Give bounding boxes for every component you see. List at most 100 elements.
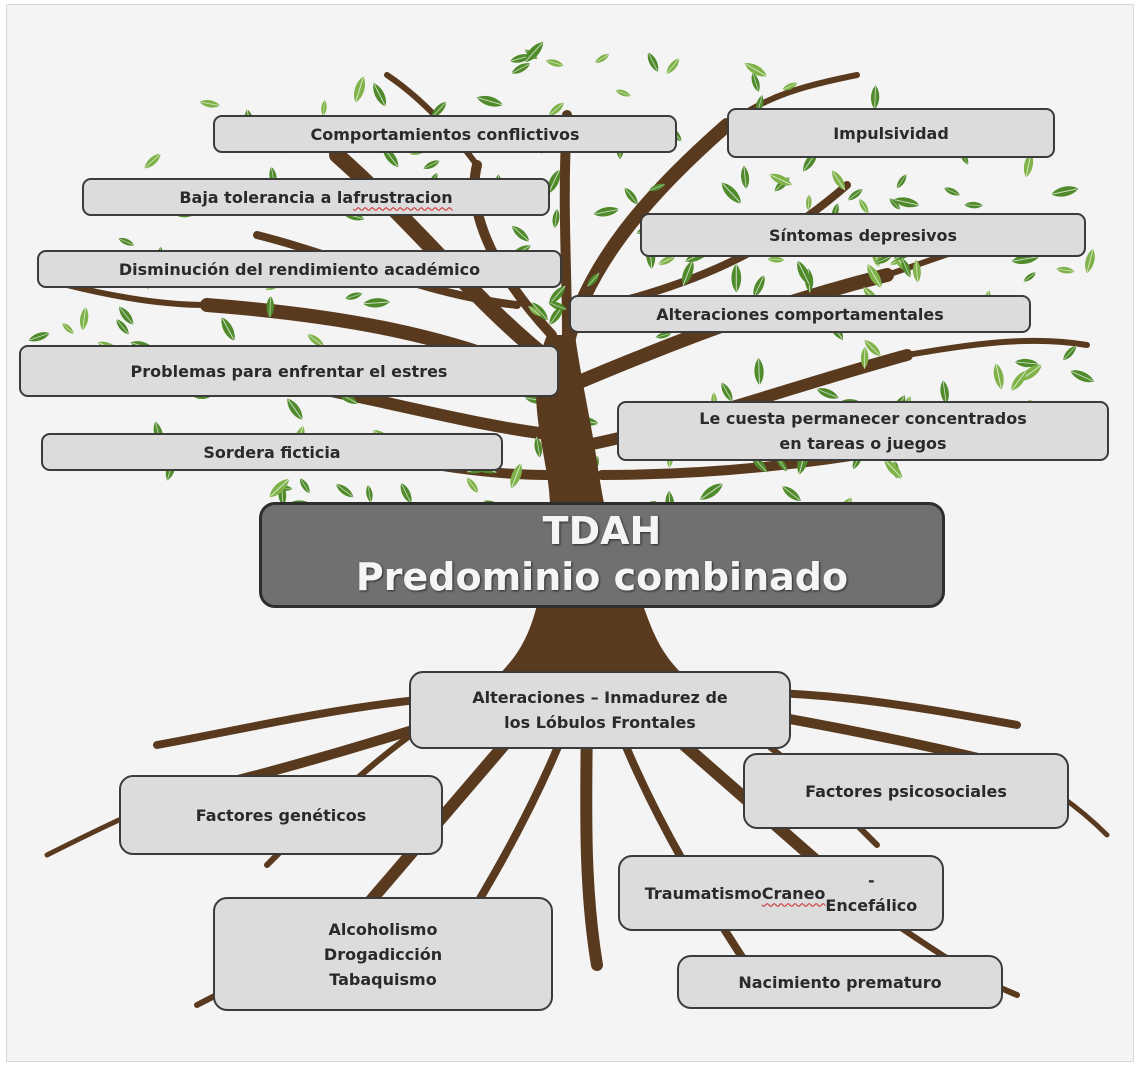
leaf bbox=[531, 302, 548, 321]
leaf bbox=[751, 72, 760, 92]
leaf bbox=[549, 285, 566, 305]
leaf bbox=[1023, 272, 1037, 282]
leaf bbox=[116, 318, 129, 335]
leaf bbox=[299, 477, 310, 494]
leaf bbox=[731, 263, 742, 293]
leaf bbox=[511, 63, 531, 74]
leaf bbox=[884, 459, 903, 479]
leaf bbox=[118, 237, 135, 246]
leaf bbox=[423, 160, 440, 169]
leaf bbox=[335, 483, 354, 498]
leaf bbox=[943, 187, 960, 196]
effect-text-pre: Baja tolerancia a la bbox=[179, 187, 354, 207]
leaf bbox=[266, 295, 274, 318]
leaf bbox=[524, 41, 544, 63]
leaf bbox=[221, 317, 235, 342]
diagram-canvas: Comportamientos conflictivos Impulsivida… bbox=[6, 4, 1134, 1062]
leaf bbox=[119, 306, 134, 326]
leaf bbox=[700, 483, 724, 500]
leaf bbox=[797, 260, 810, 285]
leaf bbox=[754, 358, 764, 386]
leaf bbox=[199, 100, 221, 108]
leaf bbox=[1085, 248, 1095, 274]
tree-branch bbox=[64, 282, 210, 308]
leaf bbox=[993, 362, 1004, 390]
central-title: TDAH bbox=[542, 509, 662, 553]
leaf bbox=[875, 255, 892, 264]
leaf bbox=[744, 63, 768, 77]
leaf bbox=[321, 100, 327, 116]
leaf bbox=[510, 463, 522, 489]
leaf bbox=[593, 207, 620, 217]
leaf bbox=[548, 102, 564, 116]
leaf bbox=[741, 165, 750, 190]
cause-box-adicciones: Alcoholismo Drogadicción Tabaquismo bbox=[213, 897, 553, 1011]
leaf bbox=[624, 187, 638, 205]
effect-box-sintomas-depresivos: Síntomas depresivos bbox=[640, 213, 1086, 257]
leaf bbox=[287, 398, 303, 421]
leaf bbox=[860, 346, 869, 369]
leaf bbox=[552, 208, 560, 229]
leaf bbox=[912, 259, 921, 283]
leaf bbox=[548, 301, 567, 311]
leaf bbox=[547, 169, 561, 194]
leaf bbox=[893, 197, 920, 208]
leaf bbox=[28, 332, 50, 342]
leaf bbox=[847, 189, 863, 201]
leaf bbox=[400, 482, 412, 504]
leaf bbox=[767, 256, 785, 263]
leaf bbox=[896, 174, 907, 189]
leaf bbox=[528, 305, 541, 317]
leaf bbox=[1050, 186, 1079, 197]
leaf bbox=[964, 201, 983, 209]
leaf bbox=[647, 52, 659, 72]
spellcheck-marked-word: frustracion bbox=[353, 187, 453, 207]
leaf bbox=[870, 85, 880, 110]
leaf bbox=[859, 198, 869, 214]
leaf bbox=[658, 255, 676, 265]
cause-text-pre: Traumatismo bbox=[644, 883, 762, 903]
leaf bbox=[1056, 266, 1075, 274]
leaf bbox=[940, 380, 949, 405]
tree-branch bbox=[904, 337, 1090, 358]
leaf bbox=[655, 332, 672, 339]
central-subtitle: Predominio combinado bbox=[355, 555, 849, 599]
leaf bbox=[889, 198, 901, 210]
leaf bbox=[682, 260, 694, 286]
cause-box-factores-psicosociales: Factores psicosociales bbox=[743, 753, 1069, 829]
leaf bbox=[666, 58, 680, 74]
leaf bbox=[512, 225, 530, 242]
effect-box-problemas-estres: Problemas para enfrentar el estres bbox=[19, 345, 559, 397]
leaf bbox=[721, 382, 733, 402]
leaf bbox=[768, 173, 792, 186]
leaf bbox=[1063, 345, 1077, 361]
leaf bbox=[354, 76, 366, 103]
spellcheck-marked-word: Craneo bbox=[761, 883, 826, 903]
leaf bbox=[753, 274, 765, 298]
leaf bbox=[62, 322, 74, 334]
leaf bbox=[1010, 370, 1027, 392]
effect-box-alteraciones-comportamentales: Alteraciones comportamentales bbox=[569, 295, 1031, 333]
leaf bbox=[901, 258, 911, 278]
cause-text-post: - Encefálico bbox=[825, 871, 918, 915]
leaf bbox=[362, 298, 391, 308]
cause-box-nacimiento-prematuro: Nacimiento prematuro bbox=[677, 955, 1003, 1009]
leaf bbox=[144, 153, 161, 169]
effect-box-concentracion: Le cuesta permanecer concentrados en tar… bbox=[617, 401, 1109, 461]
effect-box-impulsividad: Impulsividad bbox=[727, 108, 1055, 158]
leaf bbox=[366, 484, 373, 503]
leaf bbox=[345, 292, 363, 300]
effect-box-comportamientos-conflictivos: Comportamientos conflictivos bbox=[213, 115, 677, 153]
central-topic-box: TDAH Predominio combinado bbox=[259, 502, 945, 608]
leaf bbox=[476, 95, 504, 107]
leaf bbox=[782, 82, 798, 91]
leaf bbox=[594, 54, 610, 64]
effect-box-rendimiento-academico: Disminución del rendimiento académico bbox=[37, 250, 562, 288]
leaf bbox=[1014, 358, 1039, 368]
leaf bbox=[721, 182, 742, 204]
leaf bbox=[373, 82, 387, 107]
leaf bbox=[466, 477, 479, 494]
leaf bbox=[806, 194, 812, 211]
leaf bbox=[307, 334, 325, 348]
cause-box-lobulos-frontales: Alteraciones – Inmadurez de los Lóbulos … bbox=[409, 671, 791, 749]
